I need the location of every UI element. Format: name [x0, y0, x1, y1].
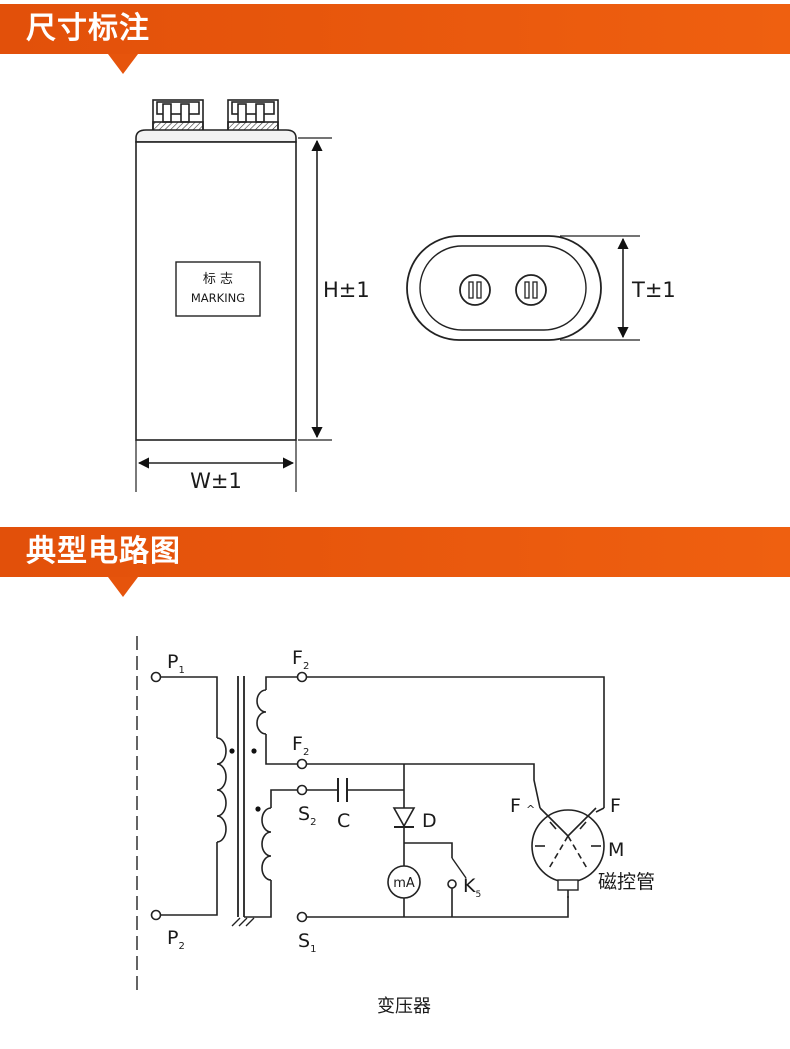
marking-cn-text: 标 志	[203, 272, 233, 287]
height-label: H±1	[323, 278, 370, 302]
primary-winding	[150, 671, 227, 921]
wire-filament-mid	[306, 763, 541, 809]
circuit-labels: P1 P2 F2 F2 S2 S1 C D mA K5 F ^ F M 磁控管 …	[167, 647, 655, 1017]
label-magnetron-m: M	[608, 839, 624, 861]
capacitor-top-view	[406, 235, 602, 341]
label-magnetron-f-left: F	[510, 795, 521, 817]
section-title-dimensions: 尺寸标注	[26, 11, 150, 46]
high-voltage-winding	[244, 784, 308, 923]
top-terminal-right	[515, 274, 547, 306]
label-meter: mA	[393, 876, 415, 891]
label-transformer-name: 变压器	[377, 996, 431, 1017]
section-banner-circuit: 典型电路图	[0, 527, 790, 597]
diode-symbol	[392, 807, 416, 828]
label-s2: S2	[298, 803, 316, 828]
height-dimension	[298, 137, 332, 441]
thickness-label: T±1	[631, 278, 676, 302]
marking-label-box	[175, 261, 261, 317]
section-title-circuit: 典型电路图	[26, 534, 181, 569]
caret-mark: ^	[526, 803, 535, 816]
banner-notch	[108, 54, 138, 74]
label-magnetron-name: 磁控管	[598, 871, 655, 893]
marking-en-text: MARKING	[191, 291, 245, 305]
wire-filament-top	[306, 676, 605, 808]
circuit-diagram	[136, 636, 605, 992]
terminal-right	[227, 99, 279, 135]
label-switch: K5	[463, 875, 481, 900]
banner-notch	[108, 577, 138, 597]
capacitor-front-view	[135, 99, 297, 492]
ground-symbol	[231, 917, 255, 927]
terminal-left	[152, 99, 204, 135]
label-magnetron-f-right: F	[610, 795, 621, 817]
magnetron-symbol	[531, 807, 605, 898]
section-banner-dimensions: 尺寸标注	[0, 4, 790, 74]
label-capacitor: C	[337, 810, 350, 832]
top-terminal-left	[459, 274, 491, 306]
label-p2: P2	[167, 927, 185, 952]
width-label: W±1	[190, 469, 242, 493]
label-s1: S1	[298, 930, 316, 955]
label-f2-mid: F2	[292, 733, 309, 758]
label-p1: P1	[167, 651, 185, 676]
thickness-dimension	[560, 235, 640, 341]
label-f2-top: F2	[292, 647, 309, 672]
switch-k5	[447, 857, 467, 917]
label-diode: D	[422, 810, 437, 832]
